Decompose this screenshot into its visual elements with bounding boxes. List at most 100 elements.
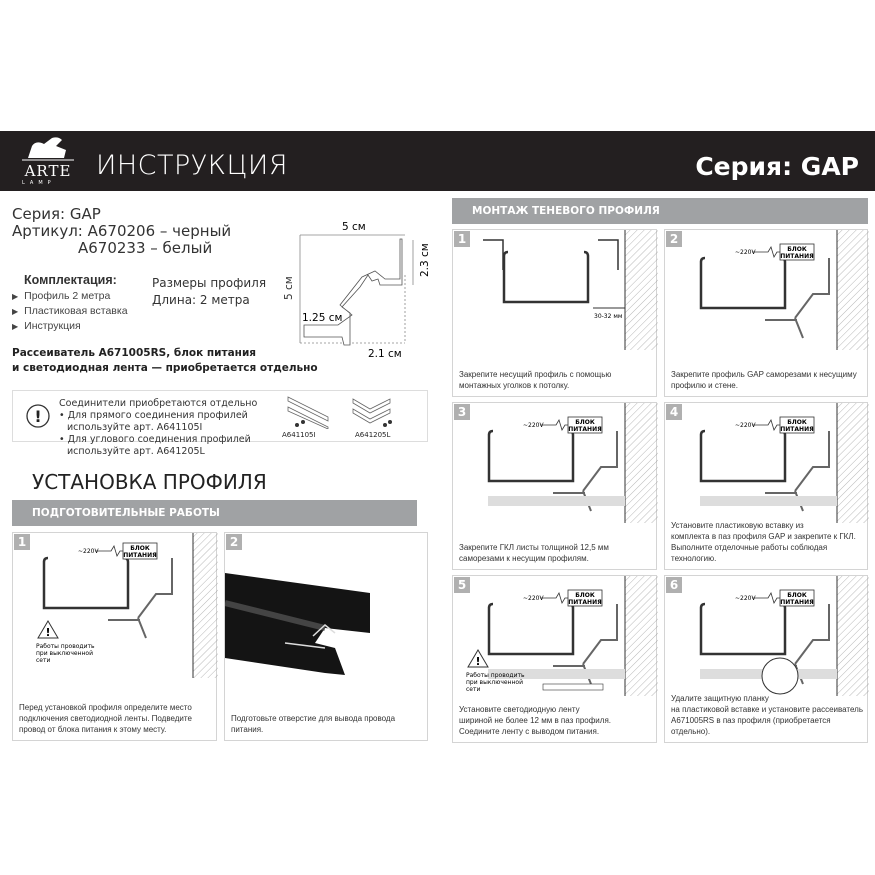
step-number: 1 [14,534,30,550]
wall-hatch [837,403,869,523]
step-diagram [225,573,370,675]
griffin-icon [22,137,74,161]
step-number: 1 [454,231,470,247]
svg-text:БЛОК: БЛОК [787,246,807,253]
step-number: 6 [666,577,682,593]
svg-text:Работы проводить: Работы проводить [466,672,525,679]
profile-dimension-drawing: 5 см 2.3 см 1.25 см 2.1 см [299,221,431,360]
svg-text:~220V: ~220V [735,422,756,429]
wall-hatch [625,576,658,696]
wall-hatch [837,230,869,350]
install-title: УСТАНОВКА ПРОФИЛЯ [32,470,267,494]
svg-text:при выключенной: при выключенной [36,650,93,657]
drywall-sheet [488,669,625,679]
wall-hatch [837,576,869,696]
article-label: Артикул: A670206 – черный [12,222,232,240]
svg-text:ПИТАНИЯ: ПИТАНИЯ [780,253,814,260]
series-title: Серия: GAP [695,152,859,181]
kit-list: Комплектация: Профиль 2 метраПластиковая… [12,273,128,332]
profile-photo [225,573,370,675]
step-number: 5 [454,577,470,593]
svg-text:БЛОК: БЛОК [787,419,807,426]
step-caption: Подготовьте отверстие для вывода провода… [231,714,396,734]
step-caption: Перед установкой профиля определите мест… [19,703,192,734]
series-label: Серия: GAP [12,205,101,223]
drywall-sheet [488,496,625,506]
warning-icon: ! [467,649,489,668]
led-strip [542,683,604,691]
svg-text:БЛОК: БЛОК [130,545,150,552]
svg-text:!: ! [45,626,50,639]
power-supply-box [122,542,158,560]
svg-text:ПИТАНИЯ: ПИТАНИЯ [780,426,814,433]
height-dimension: 5 см [283,276,295,300]
mount-section-bar: МОНТАЖ ТЕНЕВОГО ПРОФИЛЯ [452,198,868,224]
svg-text:Работы проводить: Работы проводить [36,643,95,650]
detail-magnifier [761,657,799,695]
step-number: 4 [666,404,682,420]
wall-hatch [625,230,658,350]
arte-lamp-logo: ARTE LAMP [18,134,78,188]
step-diagram: 30-32 мм [483,230,658,350]
svg-text:5 см: 5 см [342,221,366,233]
header-bar [0,131,875,191]
svg-text:при выключенной: при выключенной [466,679,523,686]
svg-text:~220V: ~220V [735,595,756,602]
svg-text:БЛОК: БЛОК [787,592,807,599]
warning-icon: ! [37,620,59,639]
step-number: 3 [454,404,470,420]
power-supply-box [567,416,603,434]
step-caption: Закрепите профиль GAP саморезами к несущ… [671,370,857,390]
svg-text:~220V: ~220V [523,595,544,602]
svg-text:1.25 см: 1.25 см [302,312,342,324]
step-number: 2 [666,231,682,247]
svg-text:30-32 мм: 30-32 мм [594,313,622,320]
svg-text:!: ! [475,655,480,668]
svg-text:сети: сети [466,686,480,693]
step-number: 2 [226,534,242,550]
connectors-info-box: ! Соединители приобретаются отдельно • Д… [12,390,428,457]
svg-text:БЛОК: БЛОК [575,419,595,426]
drywall-sheet [700,496,837,506]
svg-text:БЛОК: БЛОК [575,592,595,599]
svg-text:!: ! [34,407,41,426]
wall-hatch [193,533,218,678]
corner-connector-icon [352,398,392,427]
power-supply-box [779,589,815,607]
power-supply-box [567,589,603,607]
page-title: ИНСТРУКЦИЯ [96,150,289,181]
svg-text:2.1 см: 2.1 см [368,348,402,360]
svg-text:~220V: ~220V [523,422,544,429]
svg-text:сети: сети [36,657,50,664]
svg-text:~220V: ~220V [78,548,99,555]
article-2: A670233 – белый [78,239,213,257]
svg-text:ПИТАНИЯ: ПИТАНИЯ [568,599,602,606]
svg-text:~220V: ~220V [735,249,756,256]
svg-text:ПИТАНИЯ: ПИТАНИЯ [780,599,814,606]
straight-connector-icon [287,396,329,429]
exclamation-icon: ! [26,404,50,428]
power-supply-box [779,243,815,261]
svg-text:ПИТАНИЯ: ПИТАНИЯ [568,426,602,433]
power-supply-box [779,416,815,434]
prep-section-bar: ПОДГОТОВИТЕЛЬНЫЕ РАБОТЫ [12,500,417,526]
